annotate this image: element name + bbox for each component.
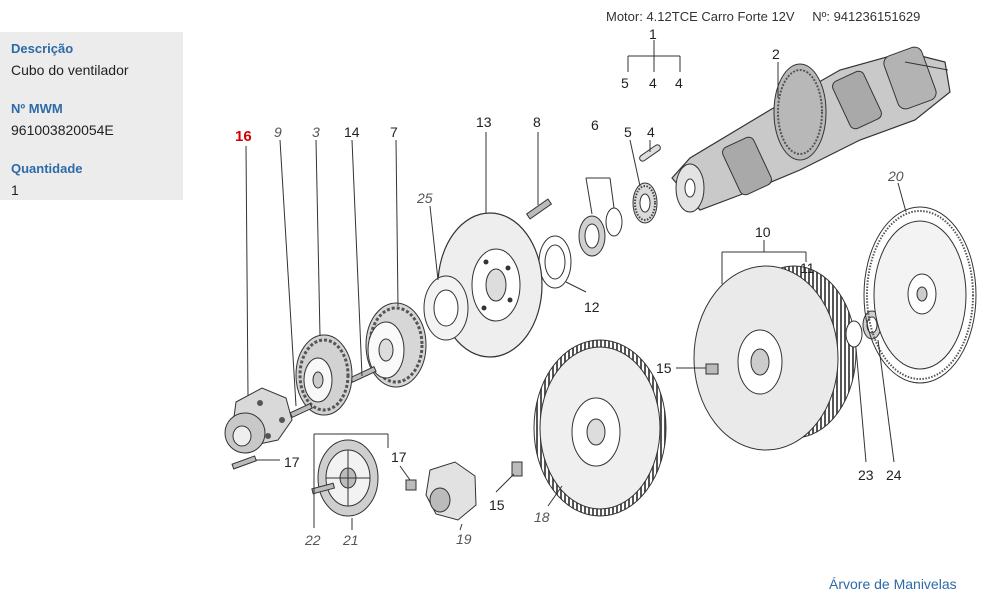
callout-19[interactable]: 19	[456, 531, 472, 547]
leader-lines	[245, 40, 907, 531]
callout-20[interactable]: 20	[887, 168, 904, 184]
fan-hub-drawing	[224, 387, 313, 470]
callout-13[interactable]: 13	[476, 114, 492, 130]
callout-5-top[interactable]: 5	[621, 75, 629, 91]
engine-header: Motor: 4.12TCE Carro Forte 12V Nº: 94123…	[606, 9, 920, 24]
crank-pulley-drawing	[295, 334, 377, 416]
callout-10[interactable]: 10	[755, 224, 771, 240]
callout-17-upper[interactable]: 17	[391, 449, 407, 465]
description-value: Cubo do ventilador	[11, 62, 129, 78]
mwm-number-label: Nº MWM	[11, 101, 63, 116]
callout-17[interactable]: 17	[284, 454, 300, 470]
callout-22[interactable]: 22	[304, 532, 321, 548]
callout-8[interactable]: 8	[533, 114, 541, 130]
v-belt-pulley-drawing	[365, 302, 427, 388]
callout-4[interactable]: 4	[649, 75, 657, 91]
adapter-ring-drawing	[423, 275, 469, 341]
flywheel-drawing	[533, 339, 667, 517]
callout-23[interactable]: 23	[858, 467, 874, 483]
callout-6[interactable]: 6	[591, 117, 599, 133]
callout-21[interactable]: 21	[342, 532, 359, 548]
callout-1[interactable]: 1	[649, 26, 657, 42]
callout-25[interactable]: 25	[416, 190, 433, 206]
flexplate-drawing	[863, 206, 977, 384]
callout-11[interactable]: 11	[800, 260, 815, 276]
callout-14[interactable]: 14	[344, 124, 360, 140]
crank-front-parts-drawing	[525, 144, 661, 289]
callout-12[interactable]: 12	[584, 299, 600, 315]
serial-number: Nº: 941236151629	[812, 9, 921, 24]
callout-3[interactable]: 3	[312, 124, 320, 140]
vibration-damper-drawing	[311, 439, 379, 517]
callout-4-top[interactable]: 4	[675, 75, 683, 91]
callout-5[interactable]: 5	[624, 124, 632, 140]
description-label: Descrição	[11, 41, 74, 56]
callout-24[interactable]: 24	[886, 467, 902, 483]
flange-drawing	[405, 461, 523, 521]
mwm-number-value: 961003820054E	[11, 122, 114, 138]
callout-16-selected[interactable]: 16	[235, 128, 252, 145]
motor-model: Motor: 4.12TCE Carro Forte 12V	[606, 9, 795, 24]
callout-2[interactable]: 2	[772, 46, 780, 62]
part-info-panel: Descrição Cubo do ventilador Nº MWM 9610…	[0, 32, 183, 200]
callout-18[interactable]: 18	[534, 509, 550, 525]
callout-9[interactable]: 9	[274, 124, 282, 140]
callout-7[interactable]: 7	[390, 124, 398, 140]
callout-15[interactable]: 15	[656, 360, 672, 376]
crankshaft-group-link[interactable]: Árvore de Manivelas	[829, 576, 957, 592]
quantity-label: Quantidade	[11, 161, 83, 176]
callout-15-lower[interactable]: 15	[489, 497, 505, 513]
crankshaft-drawing	[671, 46, 951, 213]
flywheel-housing-drawing	[693, 265, 857, 451]
callout-4-key[interactable]: 4	[647, 124, 655, 140]
quantity-value: 1	[11, 182, 19, 198]
